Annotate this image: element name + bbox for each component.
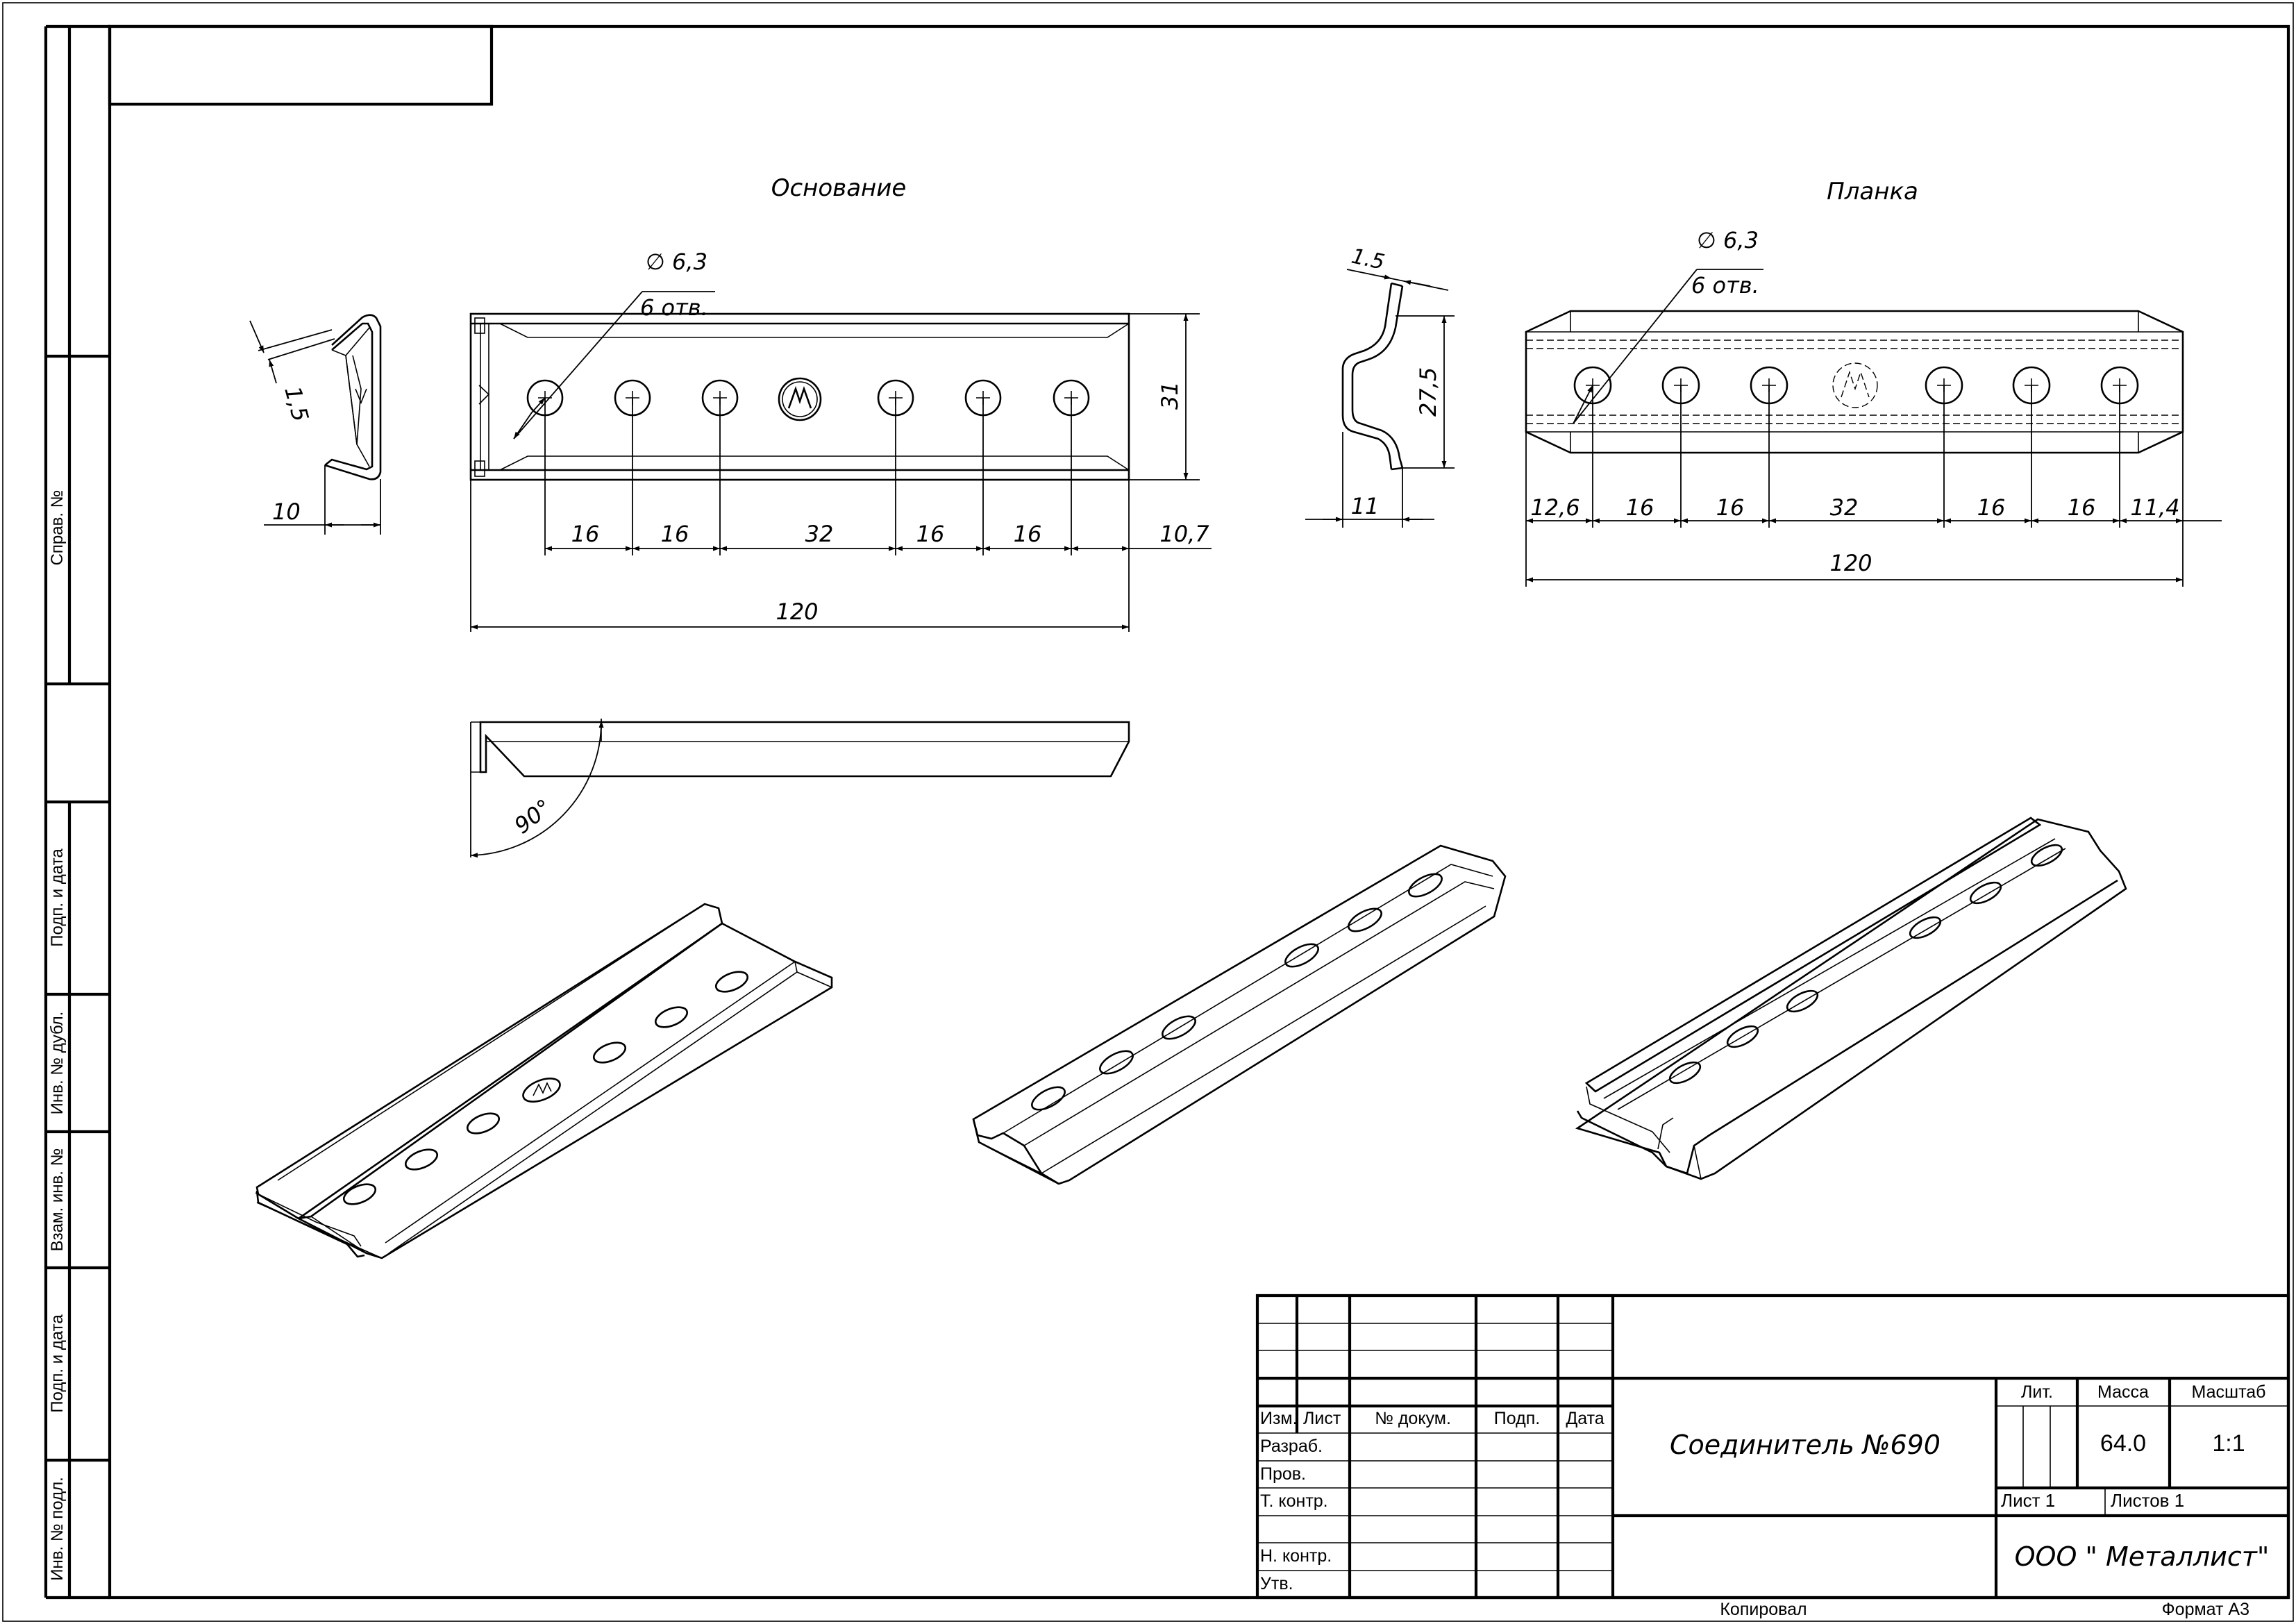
plate-logo-hidden [1832, 362, 1878, 408]
label-inv-podl: Инв. № подл. [48, 1477, 67, 1581]
tb-tkontr: Т. контр. [1260, 1491, 1328, 1511]
base-height-label: 31 [1157, 381, 1183, 410]
tb-lit: Лит. [2021, 1382, 2053, 1402]
plate-height-label: 27,5 [1415, 367, 1441, 417]
tb-massa: Масса [2097, 1382, 2149, 1402]
base-top-view: ∅ 6,3 6 отв. 31 16 16 32 16 16 10,7 120 [469, 249, 1212, 632]
base-pitch-3: 32 [805, 521, 834, 547]
tb-nkontr: Н. контр. [1260, 1546, 1332, 1566]
tb-col-doc: № докум. [1375, 1409, 1451, 1428]
base-side-profile: 1,5 10 [249, 314, 382, 535]
base-flange-width-label: 10 [272, 499, 301, 525]
tb-document-name: Соединитель №690 [1670, 1430, 1941, 1460]
tb-utv: Утв. [1260, 1574, 1293, 1593]
base-pitch-5: 16 [1014, 521, 1042, 547]
label-podp-data-1: Подп. и дата [48, 848, 67, 947]
title-planka: Планка [1827, 178, 1918, 206]
tb-organization: ООО " Металлист" [2015, 1541, 2270, 1572]
label-sprav: Справ. № [48, 490, 67, 566]
plate-pitch-4: 32 [1830, 494, 1859, 521]
plate-hole-count-label: 6 отв. [1691, 272, 1759, 299]
base-angle-label: 90° [510, 794, 557, 839]
tb-prov: Пров. [1260, 1464, 1306, 1484]
label-inv-dubl: Инв. № дубл. [48, 1012, 67, 1115]
plate-pitch-6: 16 [2068, 494, 2096, 521]
tb-col-list: Лист [1303, 1409, 1341, 1428]
iso-assembly [1575, 817, 2127, 1180]
base-length-label: 120 [776, 598, 818, 625]
tb-razrab: Разраб. [1260, 1437, 1323, 1456]
tb-masshtab: Масштаб [2192, 1382, 2266, 1402]
plate-side-profile: 1.5 27,5 11 [1305, 244, 1455, 528]
tb-col-izm: Изм. [1260, 1409, 1298, 1428]
top-left-box [108, 24, 494, 106]
title-osnovanie: Основание [771, 174, 907, 202]
plate-pitch-5: 16 [1977, 494, 2006, 521]
plate-hole-dia-label: ∅ 6,3 [1697, 227, 1759, 253]
base-pitch-4: 16 [916, 521, 945, 547]
label-vzam-inv: Взам. инв. № [48, 1148, 67, 1252]
plate-top-view: ∅ 6,3 6 отв. 12,6 16 16 32 16 16 11,4 12… [1525, 227, 2222, 587]
base-thickness-label: 1,5 [279, 383, 314, 424]
base-hole-dia-label: ∅ 6,3 [646, 249, 707, 275]
plate-pitch-7: 11,4 [2130, 494, 2179, 521]
plate-pitch-1: 12,6 [1530, 494, 1579, 521]
title-block: Изм. Лист № докум. Подп. Дата Разраб. Пр… [1255, 1294, 2290, 1600]
base-holes [526, 377, 1090, 421]
plate-profile-width-label: 11 [1351, 493, 1380, 519]
plate-length-label: 120 [1829, 550, 1872, 576]
plate-pitch-3: 16 [1716, 494, 1745, 521]
footer-kopiroval: Копировал [1720, 1600, 1807, 1619]
tb-sheets: Листов 1 [2111, 1490, 2184, 1511]
base-front-view: 90° [470, 719, 1130, 858]
base-pitch-6: 10,7 [1159, 521, 1209, 547]
base-pitch-1: 16 [571, 521, 600, 547]
tb-sheet: Лист 1 [2001, 1490, 2055, 1511]
plate-holes [1573, 362, 2139, 408]
tb-col-podp: Подп. [1494, 1409, 1540, 1428]
base-logo-emboss [778, 377, 822, 421]
plate-pitch-2: 16 [1626, 494, 1654, 521]
tb-massa-value: 64.0 [2100, 1430, 2146, 1457]
tb-col-date: Дата [1566, 1409, 1604, 1428]
plate-thickness-label: 1.5 [1349, 244, 1386, 275]
tb-scale-value: 1:1 [2212, 1430, 2245, 1457]
label-podp-data-2: Подп. и дата [48, 1314, 67, 1413]
footer-format: Формат А3 [2162, 1600, 2249, 1619]
iso-base [255, 903, 833, 1259]
left-strip: Справ. № Подп. и дата Инв. № дубл. Взам.… [44, 24, 110, 1600]
base-pitch-2: 16 [661, 521, 689, 547]
base-hole-count-label: 6 отв. [640, 294, 708, 321]
iso-plate-1 [972, 844, 1507, 1185]
